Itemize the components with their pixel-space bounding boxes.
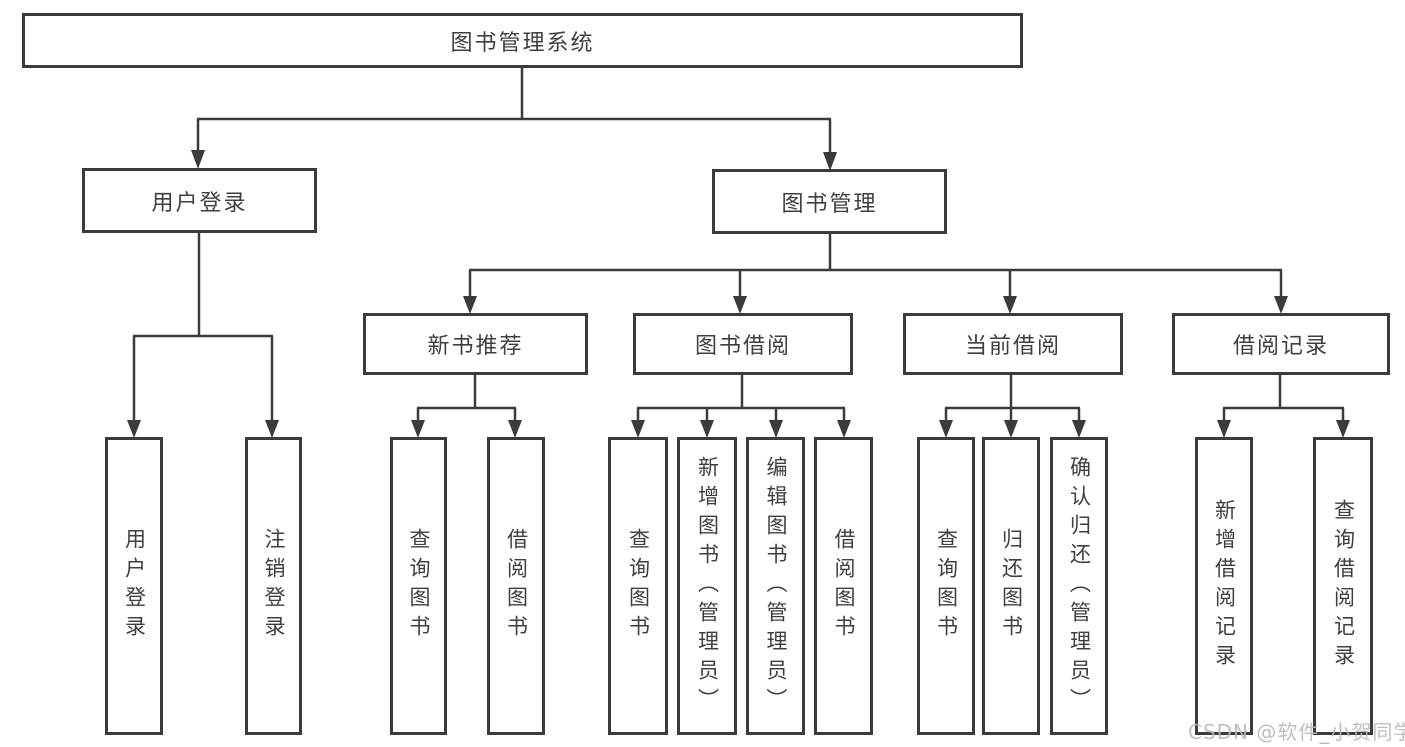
leaf-borrowing-edit-books-admin-label: 编辑图书（管理员） — [764, 455, 788, 717]
leaf-current-return-books-label: 归还图书 — [999, 528, 1024, 644]
leaf-recommend-query-books: 查询图书 — [390, 437, 447, 735]
node-book-management: 图书管理 — [712, 169, 947, 234]
leaf-borrowing-query-books-label: 查询图书 — [626, 528, 651, 644]
leaf-borrowing-query-books: 查询图书 — [608, 437, 668, 735]
leaf-records-query-record: 查询借阅记录 — [1313, 437, 1373, 735]
node-borrowing-records: 借阅记录 — [1172, 313, 1390, 375]
leaf-borrowing-edit-books-admin: 编辑图书（管理员） — [746, 437, 805, 735]
leaf-records-add-record-label: 新增借阅记录 — [1212, 499, 1237, 673]
leaf-current-return-books: 归还图书 — [982, 437, 1040, 735]
leaf-borrowing-add-books-admin: 新增图书（管理员） — [677, 437, 737, 735]
leaf-logout: 注销登录 — [245, 437, 302, 735]
leaf-user-login: 用户登录 — [105, 437, 163, 735]
leaf-current-query-books: 查询图书 — [917, 437, 975, 735]
node-borrowing-records-label: 借阅记录 — [1232, 334, 1329, 359]
leaf-logout-label: 注销登录 — [262, 528, 286, 644]
node-book-borrowing: 图书借阅 — [633, 313, 853, 375]
leaf-records-add-record: 新增借阅记录 — [1195, 437, 1253, 735]
leaf-borrowing-borrow-books-label: 借阅图书 — [832, 528, 856, 644]
leaf-records-query-record-label: 查询借阅记录 — [1331, 499, 1356, 673]
node-current-borrowing-label: 当前借阅 — [964, 334, 1061, 359]
leaf-user-login-label: 用户登录 — [122, 528, 147, 644]
leaf-recommend-borrow-books-label: 借阅图书 — [504, 528, 529, 644]
node-root-system: 图书管理系统 — [22, 13, 1023, 68]
node-book-borrowing-label: 图书借阅 — [694, 334, 791, 359]
node-user-login: 用户登录 — [82, 168, 317, 233]
leaf-borrowing-borrow-books: 借阅图书 — [814, 437, 873, 735]
leaf-current-query-books-label: 查询图书 — [934, 528, 959, 644]
node-root-system-label: 图书管理系统 — [450, 30, 595, 56]
leaf-current-confirm-return-admin: 确认归还（管理员） — [1050, 437, 1108, 735]
csdn-watermark: CSDN @软件_小贺同学 — [1188, 720, 1405, 744]
leaf-recommend-query-books-label: 查询图书 — [407, 528, 431, 644]
node-user-login-label: 用户登录 — [151, 190, 248, 216]
node-book-management-label: 图书管理 — [781, 191, 878, 217]
leaf-borrowing-add-books-admin-label: 新增图书（管理员） — [695, 455, 720, 717]
node-new-book-recommend: 新书推荐 — [363, 313, 588, 375]
node-new-book-recommend-label: 新书推荐 — [427, 334, 524, 359]
leaf-recommend-borrow-books: 借阅图书 — [487, 437, 545, 735]
leaf-current-confirm-return-admin-label: 确认归还（管理员） — [1067, 455, 1092, 717]
node-current-borrowing: 当前借阅 — [903, 313, 1123, 375]
